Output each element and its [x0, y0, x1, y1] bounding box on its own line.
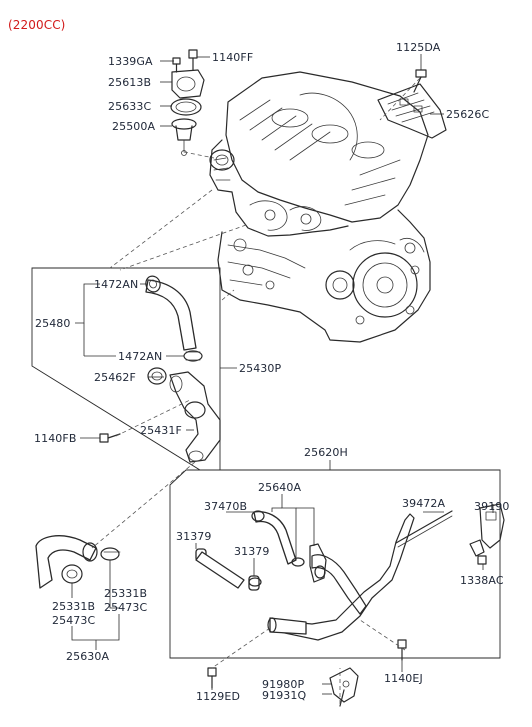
label-25480: 25480 [35, 317, 71, 330]
thermostat-group [170, 49, 205, 156]
engine-block [209, 71, 431, 343]
label-1338AC: 1338AC [460, 574, 504, 587]
label-91931Q: 91931Q [262, 689, 307, 702]
label-39472A: 39472A [402, 497, 446, 510]
pipe-frame-right [169, 469, 501, 707]
label-25431F: 25431F [140, 424, 182, 437]
label-1472AN-top: 1472AN [94, 278, 139, 291]
leader-lines [71, 54, 494, 695]
label-39190: 39190 [474, 500, 510, 513]
label-31379-left: 31379 [176, 530, 212, 543]
label-91980P: 91980P [262, 678, 305, 691]
label-25626C: 25626C [446, 108, 490, 121]
bracket-group [377, 69, 447, 139]
label-1129ED: 1129ED [196, 690, 241, 703]
loose-bolts [207, 667, 217, 689]
label-25633C: 25633C [108, 100, 152, 113]
label-37470B: 37470B [204, 500, 248, 513]
label-1339GA: 1339GA [108, 55, 153, 68]
label-1140FB: 1140FB [34, 432, 77, 445]
label-1125DA: 1125DA [396, 41, 441, 54]
label-25640A: 25640A [258, 481, 302, 494]
label-1472AN-bottom: 1472AN [118, 350, 163, 363]
label-1140EJ: 1140EJ [384, 672, 423, 685]
label-25630A: 25630A [66, 650, 110, 663]
engine-variant-title: (2200CC) [8, 18, 66, 32]
label-25613B: 25613B [108, 76, 152, 89]
label-25331B-left: 25331B [52, 600, 96, 613]
label-1140FF: 1140FF [212, 51, 254, 64]
label-25620H: 25620H [304, 446, 348, 459]
label-25462F: 25462F [94, 371, 136, 384]
label-25473C-left: 25473C [52, 614, 96, 627]
label-25430P: 25430P [239, 362, 282, 375]
sensor-group [469, 503, 505, 565]
label-25500A: 25500A [112, 120, 156, 133]
alignment-lines [91, 77, 421, 704]
lower-hose-group [35, 535, 121, 589]
label-25331B-right: 25331B [104, 587, 148, 600]
label-31379-right: 31379 [234, 545, 270, 558]
label-25473C-right: 25473C [104, 601, 148, 614]
